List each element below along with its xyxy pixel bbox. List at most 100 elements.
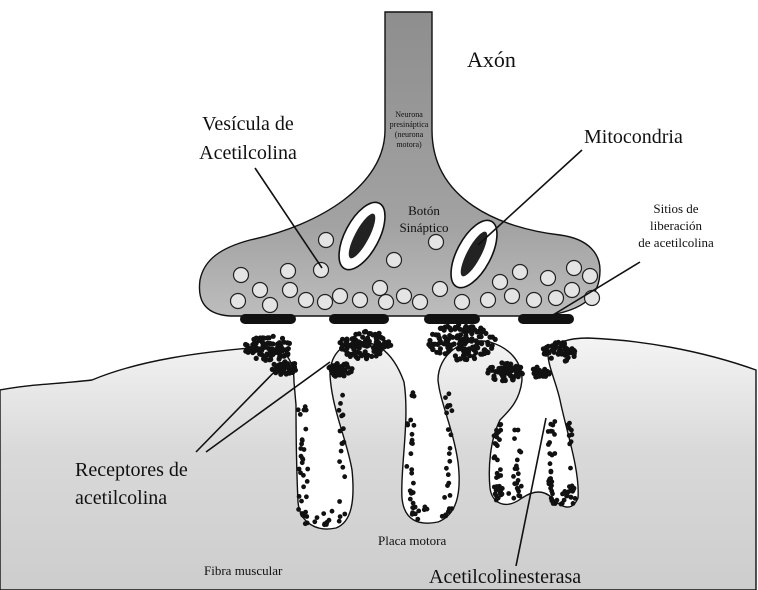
receptor-dot xyxy=(342,440,347,445)
receptor-dot xyxy=(272,362,277,367)
receptor-dot xyxy=(559,502,564,507)
receptor-dot xyxy=(408,497,413,502)
receptor-dot xyxy=(324,522,329,527)
receptor-dot xyxy=(351,347,356,352)
release-label-line: de acetilcolina xyxy=(638,235,714,250)
receptor-dot xyxy=(497,488,502,493)
receptor-dot xyxy=(563,358,568,363)
receptor-dot xyxy=(338,401,343,406)
vesicle xyxy=(373,281,388,296)
receptor-dot xyxy=(443,395,448,400)
receptor-dot xyxy=(551,501,556,506)
vesicle xyxy=(493,275,508,290)
receptor-dot xyxy=(298,412,303,417)
receptor-dot xyxy=(550,429,555,434)
receptor-dot xyxy=(357,345,362,350)
receptor-dot xyxy=(357,331,362,336)
receptor-dot xyxy=(511,474,516,479)
receptor-dot xyxy=(531,367,536,372)
receptor-dot xyxy=(357,351,362,356)
receptor-dot xyxy=(299,442,304,447)
vesicle xyxy=(314,263,329,278)
receptor-dot xyxy=(409,451,414,456)
neuron-label-line: (neurona xyxy=(395,130,424,139)
vesicle xyxy=(513,265,528,280)
receptor-dot xyxy=(473,350,478,355)
receptor-dot xyxy=(567,442,572,447)
receptor-dot xyxy=(459,346,464,351)
receptor-dot xyxy=(549,356,554,361)
receptor-dot xyxy=(330,509,335,514)
receptor-dot xyxy=(367,331,372,336)
vesicle xyxy=(567,261,582,276)
receptor-dot xyxy=(567,421,572,426)
receptor-dot xyxy=(315,515,320,520)
receptor-dot xyxy=(268,357,273,362)
vesicle xyxy=(281,264,296,279)
receptor-dot xyxy=(550,343,555,348)
receptor-dot xyxy=(494,442,499,447)
receptor-dot xyxy=(490,335,495,340)
release-sites-label: Sitios de liberación de acetilcolina xyxy=(638,201,714,250)
receptor-dot xyxy=(404,464,409,469)
receptor-dot xyxy=(490,365,495,370)
receptor-dot xyxy=(470,325,475,330)
vesicle xyxy=(433,282,448,297)
receptor-dot xyxy=(243,342,248,347)
receptor-dot xyxy=(498,368,503,373)
vesicle xyxy=(585,291,600,306)
receptor-dot xyxy=(547,371,552,376)
receptor-dot xyxy=(271,334,276,339)
receptor-dot xyxy=(447,325,452,330)
receptor-dot xyxy=(535,374,540,379)
receptor-dot xyxy=(362,329,367,334)
receptor-dot xyxy=(301,484,306,489)
receptor-dot xyxy=(339,449,344,454)
receptor-dot xyxy=(251,337,256,342)
vesicle-label-line: Vesícula de xyxy=(202,113,294,135)
axon-label: Axón xyxy=(467,47,516,72)
receptor-dot xyxy=(345,351,350,356)
vesicle xyxy=(263,298,278,313)
receptor-dot xyxy=(373,348,378,353)
receptor-dot xyxy=(291,363,296,368)
receptor-dot xyxy=(341,413,346,418)
receptor-dot xyxy=(562,341,567,346)
receptor-dot xyxy=(547,477,552,482)
receptor-dot xyxy=(509,366,514,371)
receptor-dot xyxy=(519,371,524,376)
receptor-dot xyxy=(423,505,428,510)
receptor-dot xyxy=(494,435,499,440)
receptor-dot xyxy=(448,446,453,451)
receptor-dot xyxy=(452,341,457,346)
receptor-dot xyxy=(413,505,418,510)
receptor-dot xyxy=(300,513,305,518)
vesicle xyxy=(505,289,520,304)
receptor-dot xyxy=(512,436,517,441)
receptor-dot xyxy=(515,458,520,463)
receptor-dot xyxy=(510,377,515,382)
receptor-dot xyxy=(346,370,351,375)
receptor-dot xyxy=(254,356,259,361)
release-label-line: Sitios de xyxy=(653,201,698,216)
receptor-dot xyxy=(496,430,501,435)
release-site xyxy=(424,314,480,324)
receptor-dot xyxy=(356,339,361,344)
receptor-dot xyxy=(337,519,342,524)
receptor-dot xyxy=(342,512,347,517)
receptor-dot xyxy=(446,403,451,408)
receptor-dot xyxy=(412,423,417,428)
receptor-dot xyxy=(270,352,275,357)
neuron-label-line: motora) xyxy=(396,140,422,149)
receptor-dot xyxy=(350,342,355,347)
receptor-dot xyxy=(300,456,305,461)
receptor-dot xyxy=(428,344,433,349)
vesicle xyxy=(549,291,564,306)
receptor-dot xyxy=(305,479,310,484)
receptor-dot xyxy=(280,368,285,373)
receptor-dot xyxy=(444,342,449,347)
receptor-dot xyxy=(416,509,421,514)
receptor-dot xyxy=(458,356,463,361)
vesicle-label: Vesícula de Acetilcolina xyxy=(199,113,297,164)
